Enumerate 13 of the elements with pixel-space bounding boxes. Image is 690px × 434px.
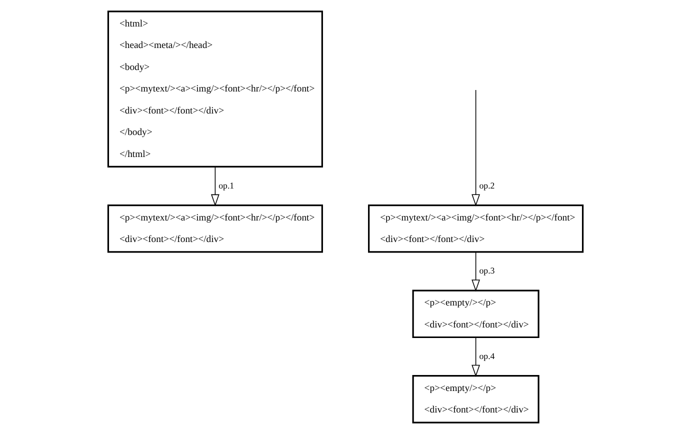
arrow xyxy=(210,166,219,206)
node-box: <html> <head><meta/></head> <body> <p><mytext/><a><img/><font><hr/></p></font> <div><font></font></div> </body> </html> xyxy=(106,10,322,168)
node-box: <p><mytext/><a><img/><font><hr/></p></font> <div><font></font></div> xyxy=(368,204,584,253)
arrow xyxy=(471,90,480,206)
edge-label: op.2 xyxy=(478,180,494,190)
node-box: <p><empty/></p> <div><font></font></div> xyxy=(412,375,539,424)
node-box: <p><empty/></p> <div><font></font></div> xyxy=(412,290,539,338)
arrow xyxy=(471,252,480,292)
edge-label: op.4 xyxy=(478,350,494,361)
arrow xyxy=(471,336,480,377)
node-box: <p><mytext/><a><img/><font><hr/></p></font> <div><font></font></div> xyxy=(106,204,322,253)
edge-label: op.1 xyxy=(218,180,234,190)
edge-label: op.3 xyxy=(478,266,494,276)
